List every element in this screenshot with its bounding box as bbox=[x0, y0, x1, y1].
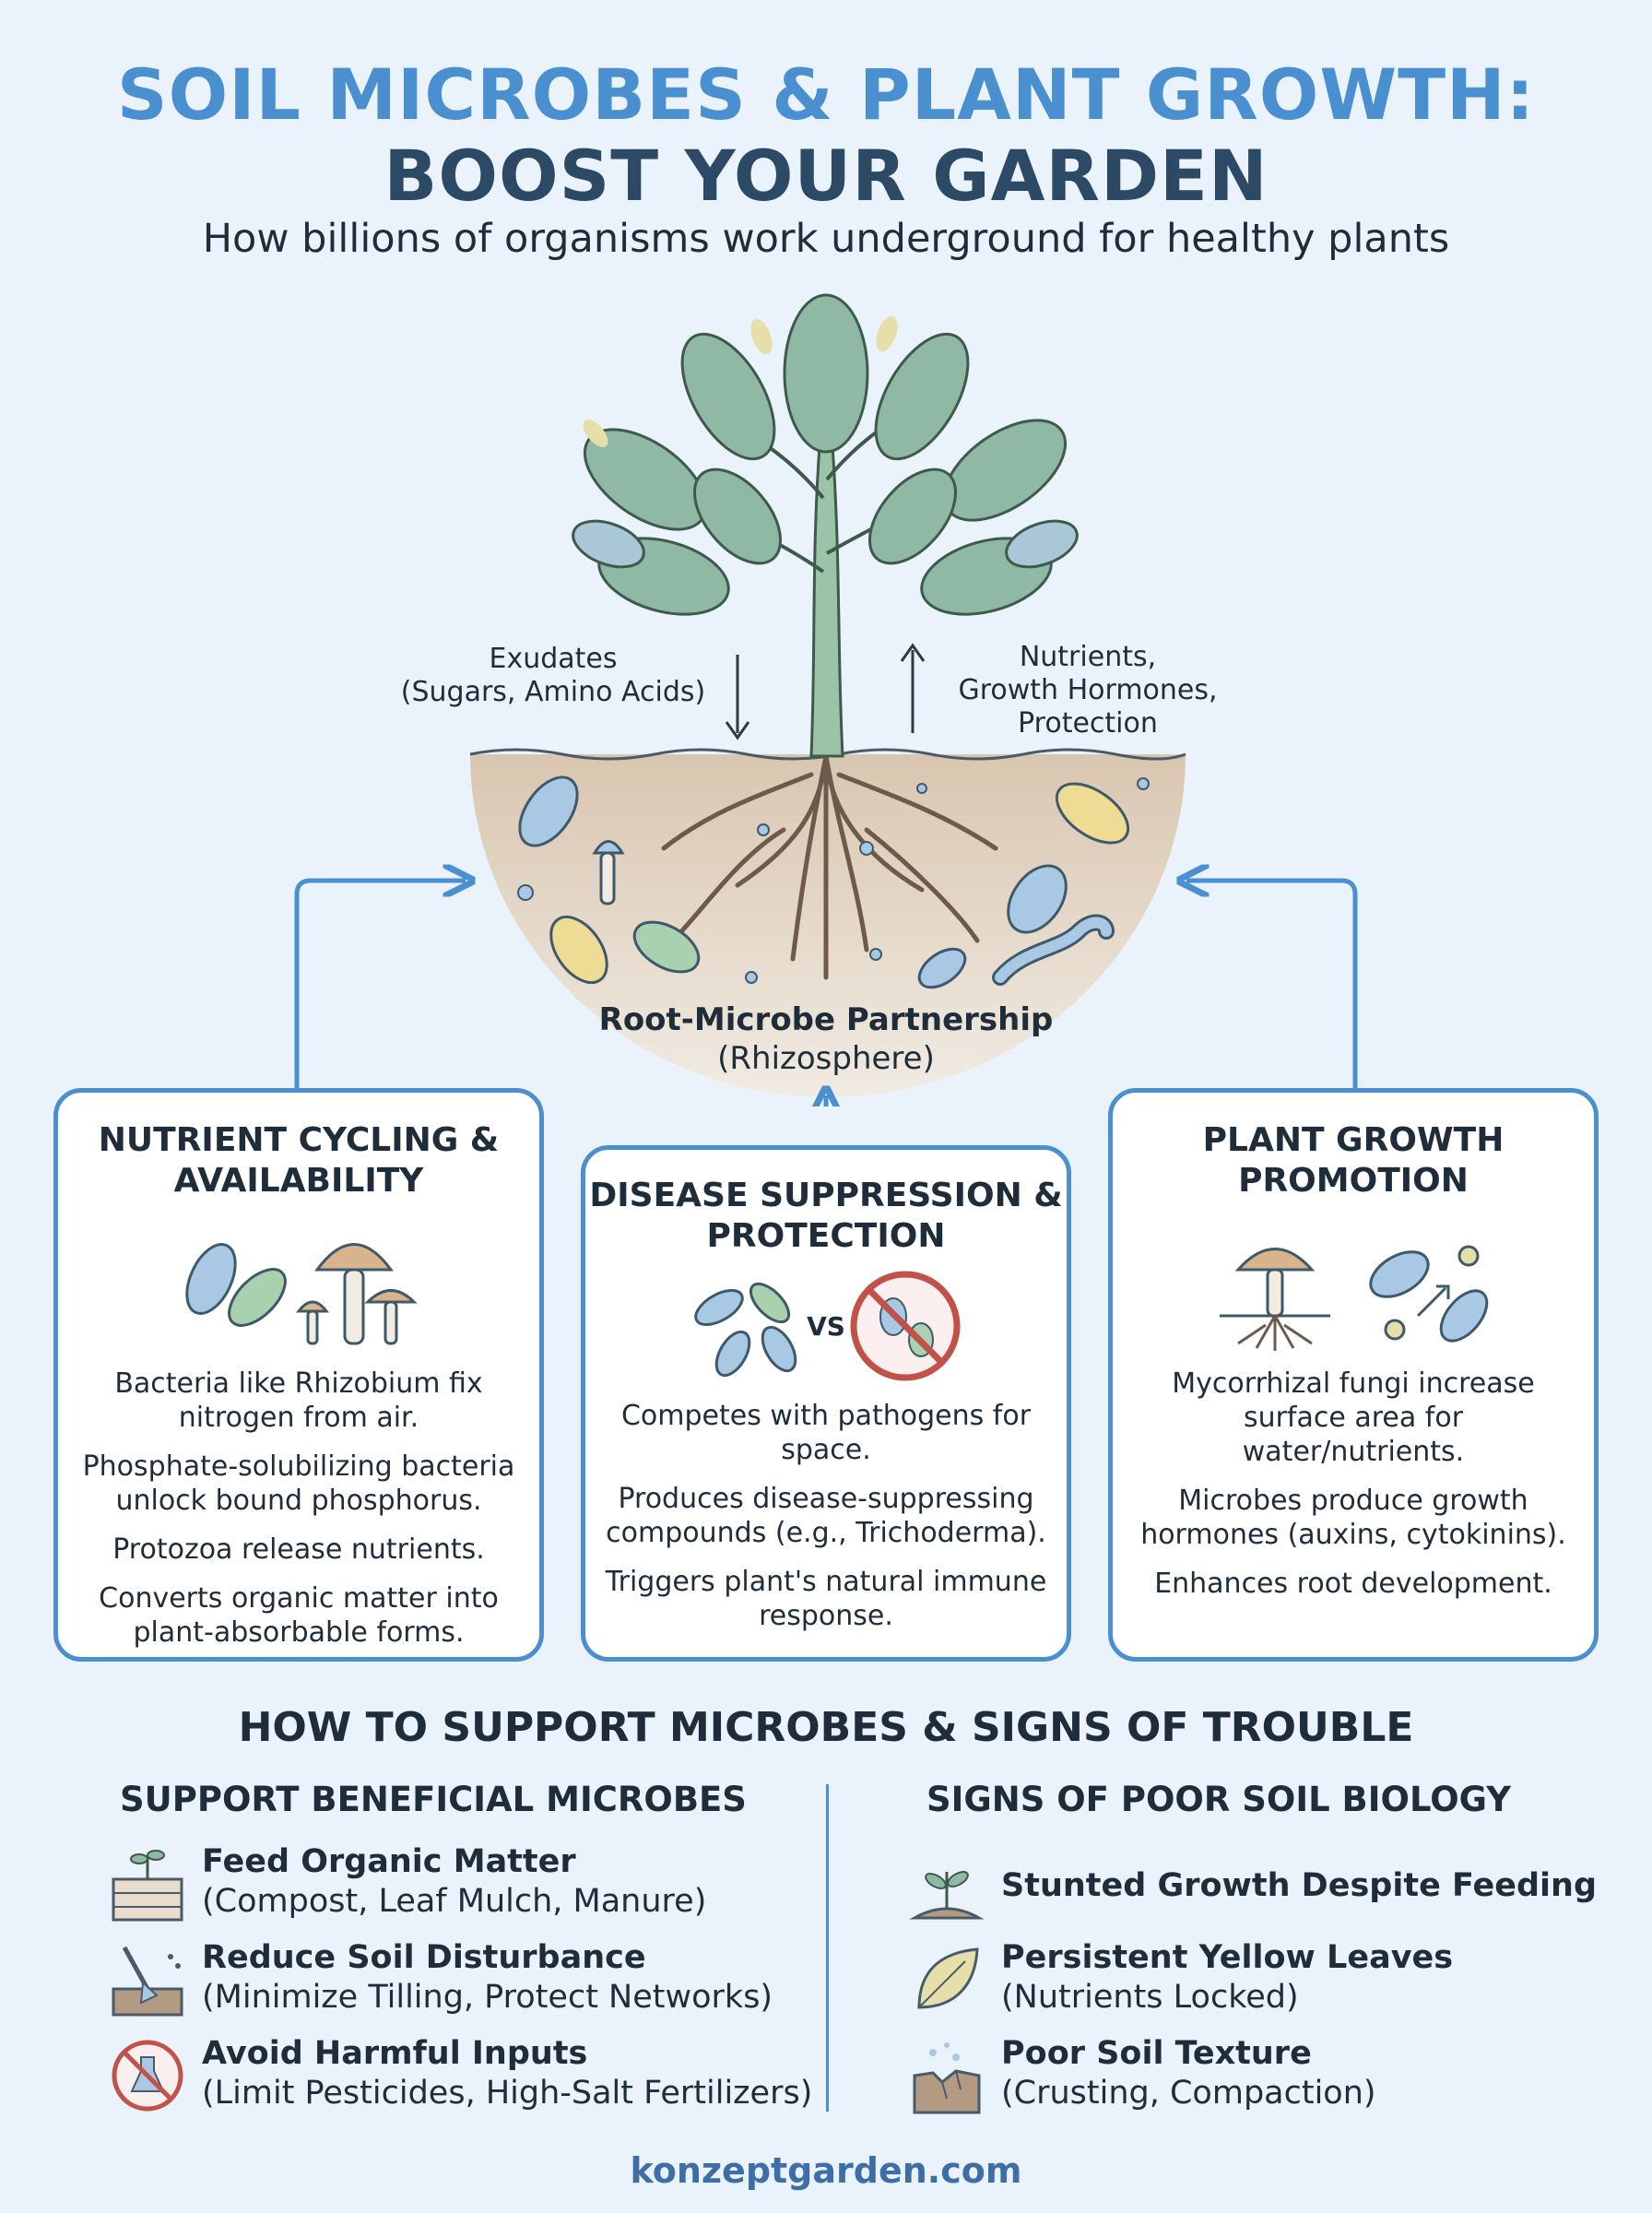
item-detail: (Crusting, Compaction) bbox=[1001, 2075, 1376, 2112]
title-line-1: SOIL MICROBES & PLANT GROWTH: bbox=[116, 53, 1536, 136]
item-detail: (Limit Pesticides, High-Salt Fertilizers… bbox=[202, 2075, 813, 2112]
plant-growth-card: PLANT GROWTH PROMOTION Mycorrhizal fungi… bbox=[1108, 1088, 1599, 1662]
item-heading: Feed Organic Matter bbox=[202, 1843, 576, 1880]
nutrient-point: Phosphate-solubilizing bacteria unlock b… bbox=[82, 1450, 515, 1517]
yellow-leaf-icon bbox=[917, 1947, 979, 2009]
subtitle: How billions of organisms work undergrou… bbox=[202, 216, 1450, 262]
soil-microbes bbox=[518, 775, 1130, 989]
sign-item: Poor Soil Texture (Crusting, Compaction) bbox=[905, 2034, 1376, 2117]
bacteria-mushroom-icon bbox=[185, 1243, 418, 1345]
plant-root-illustration bbox=[294, 293, 1358, 1106]
nutrient-point: Protozoa release nutrients. bbox=[112, 1533, 485, 1566]
stunted-sprout-icon bbox=[909, 1871, 985, 1920]
support-item: Reduce Soil Disturbance (Minimize Tillin… bbox=[106, 1938, 773, 2021]
exudates-label: Exudates (Sugars, Amino Acids) bbox=[400, 643, 706, 708]
card-title: DISEASE SUPPRESSION & PROTECTION bbox=[589, 1177, 1063, 1255]
vs-label: VS bbox=[807, 1310, 845, 1342]
signs-column-title: SIGNS OF POOR SOIL BIOLOGY bbox=[926, 1780, 1512, 1819]
item-detail: (Compost, Leaf Mulch, Manure) bbox=[202, 1883, 707, 1920]
sign-item: Persistent Yellow Leaves (Nutrients Lock… bbox=[905, 1938, 1453, 2021]
beneficial-microbes-icon bbox=[694, 1282, 797, 1378]
item-heading: Stunted Growth Despite Feeding bbox=[1001, 1867, 1597, 1904]
sign-item: Stunted Growth Despite Feeding bbox=[905, 1844, 1597, 1927]
item-detail: (Nutrients Locked) bbox=[1001, 1979, 1299, 2016]
nutrient-point: Bacteria like Rhizobium fix nitrogen fro… bbox=[114, 1367, 483, 1434]
support-item: Feed Organic Matter (Compost, Leaf Mulch… bbox=[106, 1842, 706, 1925]
rhizosphere-label: Root-Microbe Partnership (Rhizosphere) bbox=[598, 1001, 1054, 1077]
plant-stem bbox=[809, 432, 844, 758]
fungi-hormone-icon bbox=[1220, 1245, 1489, 1351]
compost-bin-icon bbox=[112, 1850, 183, 1922]
nutrient-point: Converts organic matter into plant-absor… bbox=[99, 1582, 499, 1649]
growth-point: Mycorrhizal fungi increase surface area … bbox=[1172, 1367, 1535, 1468]
nutrient-cycling-card: NUTRIENT CYCLING & AVAILABILITY Bacteria… bbox=[53, 1088, 544, 1662]
item-heading: Reduce Soil Disturbance bbox=[202, 1939, 646, 1976]
no-chemicals-icon bbox=[112, 2040, 183, 2112]
disease-point: Triggers plant's natural immune response… bbox=[605, 1566, 1047, 1632]
item-detail: (Minimize Tilling, Protect Networks) bbox=[202, 1979, 773, 2016]
item-heading: Poor Soil Texture bbox=[1001, 2035, 1312, 2072]
disease-point: Competes with pathogens for space. bbox=[620, 1400, 1032, 1466]
trowel-icon bbox=[112, 1946, 183, 2017]
support-section-title: HOW TO SUPPORT MICROBES & SIGNS OF TROUB… bbox=[238, 1704, 1414, 1751]
nutrients-label: Nutrients, Growth Hormones, Protection bbox=[958, 641, 1218, 740]
title-line-2: BOOST YOUR GARDEN bbox=[384, 135, 1268, 217]
disease-point: Produces disease-suppressing compounds (… bbox=[606, 1483, 1046, 1549]
column-divider bbox=[826, 1784, 829, 2112]
disease-suppression-card: DISEASE SUPPRESSION & PROTECTION VS Comp… bbox=[581, 1145, 1071, 1662]
no-pathogen-icon bbox=[850, 1271, 961, 1381]
left-feedback-arrow bbox=[294, 881, 466, 1088]
card-title: NUTRIENT CYCLING & AVAILABILITY bbox=[98, 1121, 500, 1200]
footer-url[interactable]: konzeptgarden.com bbox=[630, 2150, 1022, 2191]
roots bbox=[661, 753, 998, 980]
card-title: PLANT GROWTH PROMOTION bbox=[1202, 1121, 1504, 1200]
item-heading: Avoid Harmful Inputs bbox=[202, 2035, 588, 2072]
growth-point: Enhances root development. bbox=[1154, 1568, 1552, 1600]
support-item: Avoid Harmful Inputs (Limit Pesticides, … bbox=[106, 2034, 812, 2117]
item-heading: Persistent Yellow Leaves bbox=[1001, 1939, 1454, 1976]
plant-leaves bbox=[572, 293, 1079, 616]
support-column-title: SUPPORT BENEFICIAL MICROBES bbox=[120, 1780, 747, 1819]
growth-point: Microbes produce growth hormones (auxins… bbox=[1140, 1485, 1566, 1551]
right-feedback-arrow bbox=[1186, 881, 1358, 1088]
crusted-soil-icon bbox=[913, 2042, 981, 2114]
